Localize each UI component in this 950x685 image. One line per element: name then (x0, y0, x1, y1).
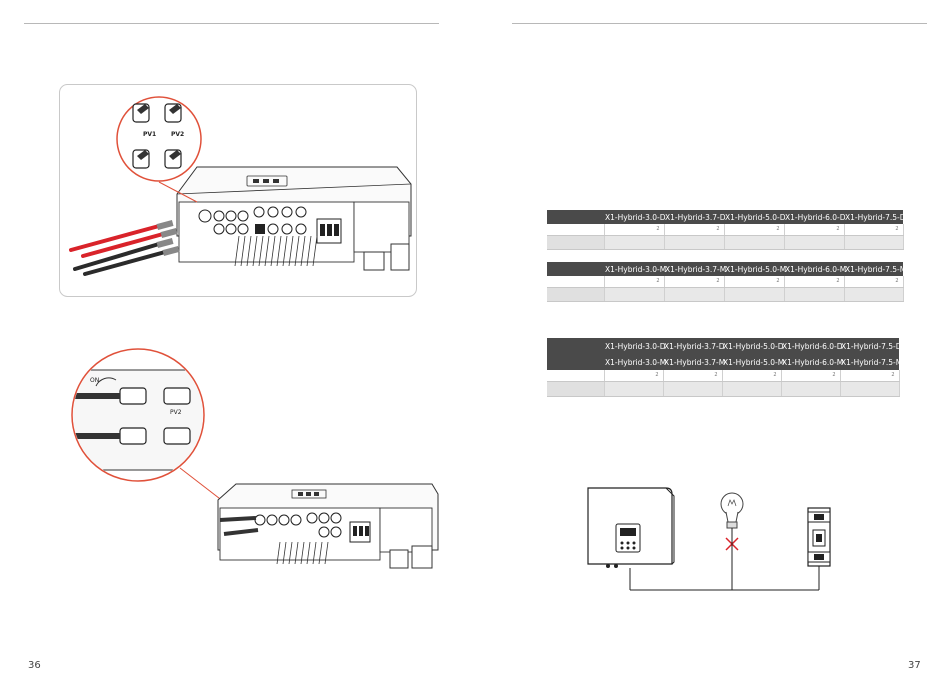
pv-lock-inset: ON PV2 (71, 348, 205, 482)
table-cell (604, 287, 665, 302)
table-header: X1-Hybrid-6.0-M (784, 262, 846, 276)
table-cell (663, 381, 723, 397)
breaker-icon (807, 507, 831, 590)
table-cell: 2 (781, 370, 841, 382)
table-header: X1-Hybrid-3.7-D (663, 338, 725, 354)
table-row-label (547, 235, 605, 250)
table-corner (547, 262, 604, 276)
table-cell (664, 287, 725, 302)
table-cell: 2 (664, 276, 725, 288)
pv-connector-inset: PV1 PV2 (116, 96, 202, 182)
table-cell: 2 (844, 276, 904, 288)
table-header: X1-Hybrid-7.5-M (844, 262, 906, 276)
inverter-illustration-bottom (217, 483, 439, 569)
spec-table-m: X1-Hybrid-3.0-M X1-Hybrid-3.7-M X1-Hybri… (547, 262, 906, 302)
table-header: X1-Hybrid-5.0-M (724, 262, 786, 276)
inset-label-pv2: PV2 (171, 131, 184, 138)
table-corner (547, 210, 604, 224)
inset-label-on: ON (90, 377, 99, 384)
pv-cables (69, 220, 180, 276)
table-cell: 2 (840, 370, 900, 382)
table-header: X1-Hybrid-7.5-M (840, 354, 902, 370)
table-cell (844, 235, 904, 250)
table-cell (722, 381, 782, 397)
table-header: X1-Hybrid-6.0-D (781, 338, 843, 354)
table-cell: 2 (784, 276, 845, 288)
table-cell (840, 381, 900, 397)
table-cell: 2 (604, 276, 665, 288)
table-header: X1-Hybrid-3.0-D (604, 338, 666, 354)
table-header: X1-Hybrid-3.0-D (604, 210, 666, 224)
table-header: X1-Hybrid-3.7-D (664, 210, 726, 224)
spec-table-d: X1-Hybrid-3.0-D X1-Hybrid-3.7-D X1-Hybri… (547, 210, 906, 250)
table-cell (784, 287, 845, 302)
table-corner (547, 338, 604, 370)
inverter-illustration (176, 166, 412, 271)
spec-table-dm: X1-Hybrid-3.0-D X1-Hybrid-3.7-D X1-Hybri… (547, 338, 902, 397)
pv-connection-figure-bottom: ON PV2 (71, 348, 439, 569)
table-row-label (547, 276, 605, 288)
table-row-label (547, 224, 605, 236)
table-cell: 2 (604, 224, 665, 236)
table-cell: 2 (664, 224, 725, 236)
table-cell: 2 (604, 370, 664, 382)
table-row-label (547, 370, 605, 382)
table-header: X1-Hybrid-6.0-M (781, 354, 843, 370)
table-header: X1-Hybrid-5.0-M (722, 354, 784, 370)
header-rule-left (24, 23, 439, 24)
table-row-label (547, 381, 605, 397)
table-header: X1-Hybrid-3.7-M (663, 354, 725, 370)
ground-wiring-diagram (587, 487, 831, 591)
inset-label-pv1: PV1 (143, 131, 156, 138)
table-cell (724, 287, 785, 302)
inset-label-pv2-b: PV2 (170, 409, 182, 416)
table-cell (604, 381, 664, 397)
table-cell (604, 235, 665, 250)
pv-connection-figure-top: PV1 PV2 (59, 84, 417, 297)
table-cell: 2 (784, 224, 845, 236)
table-header: X1-Hybrid-5.0-D (722, 338, 784, 354)
table-cell (781, 381, 841, 397)
table-cell (724, 235, 785, 250)
page-number-left: 36 (28, 660, 41, 671)
table-header: X1-Hybrid-5.0-D (724, 210, 786, 224)
table-header: X1-Hybrid-7.5-D (840, 338, 902, 354)
table-cell: 2 (722, 370, 782, 382)
table-header: X1-Hybrid-7.5-D (844, 210, 906, 224)
light-bulb-icon (720, 492, 744, 529)
table-cell: 2 (844, 224, 904, 236)
header-rule-right (512, 23, 927, 24)
table-header: X1-Hybrid-3.7-M (664, 262, 726, 276)
table-header: X1-Hybrid-6.0-D (784, 210, 846, 224)
table-cell: 2 (663, 370, 723, 382)
table-cell (784, 235, 845, 250)
table-header: X1-Hybrid-3.0-M (604, 262, 666, 276)
table-cell: 2 (724, 224, 785, 236)
table-cell (844, 287, 904, 302)
table-row-label (547, 287, 605, 302)
page-number-right: 37 (908, 660, 921, 671)
table-cell: 2 (724, 276, 785, 288)
table-cell (664, 235, 725, 250)
inverter-icon (587, 487, 675, 568)
table-header: X1-Hybrid-3.0-M (604, 354, 666, 370)
